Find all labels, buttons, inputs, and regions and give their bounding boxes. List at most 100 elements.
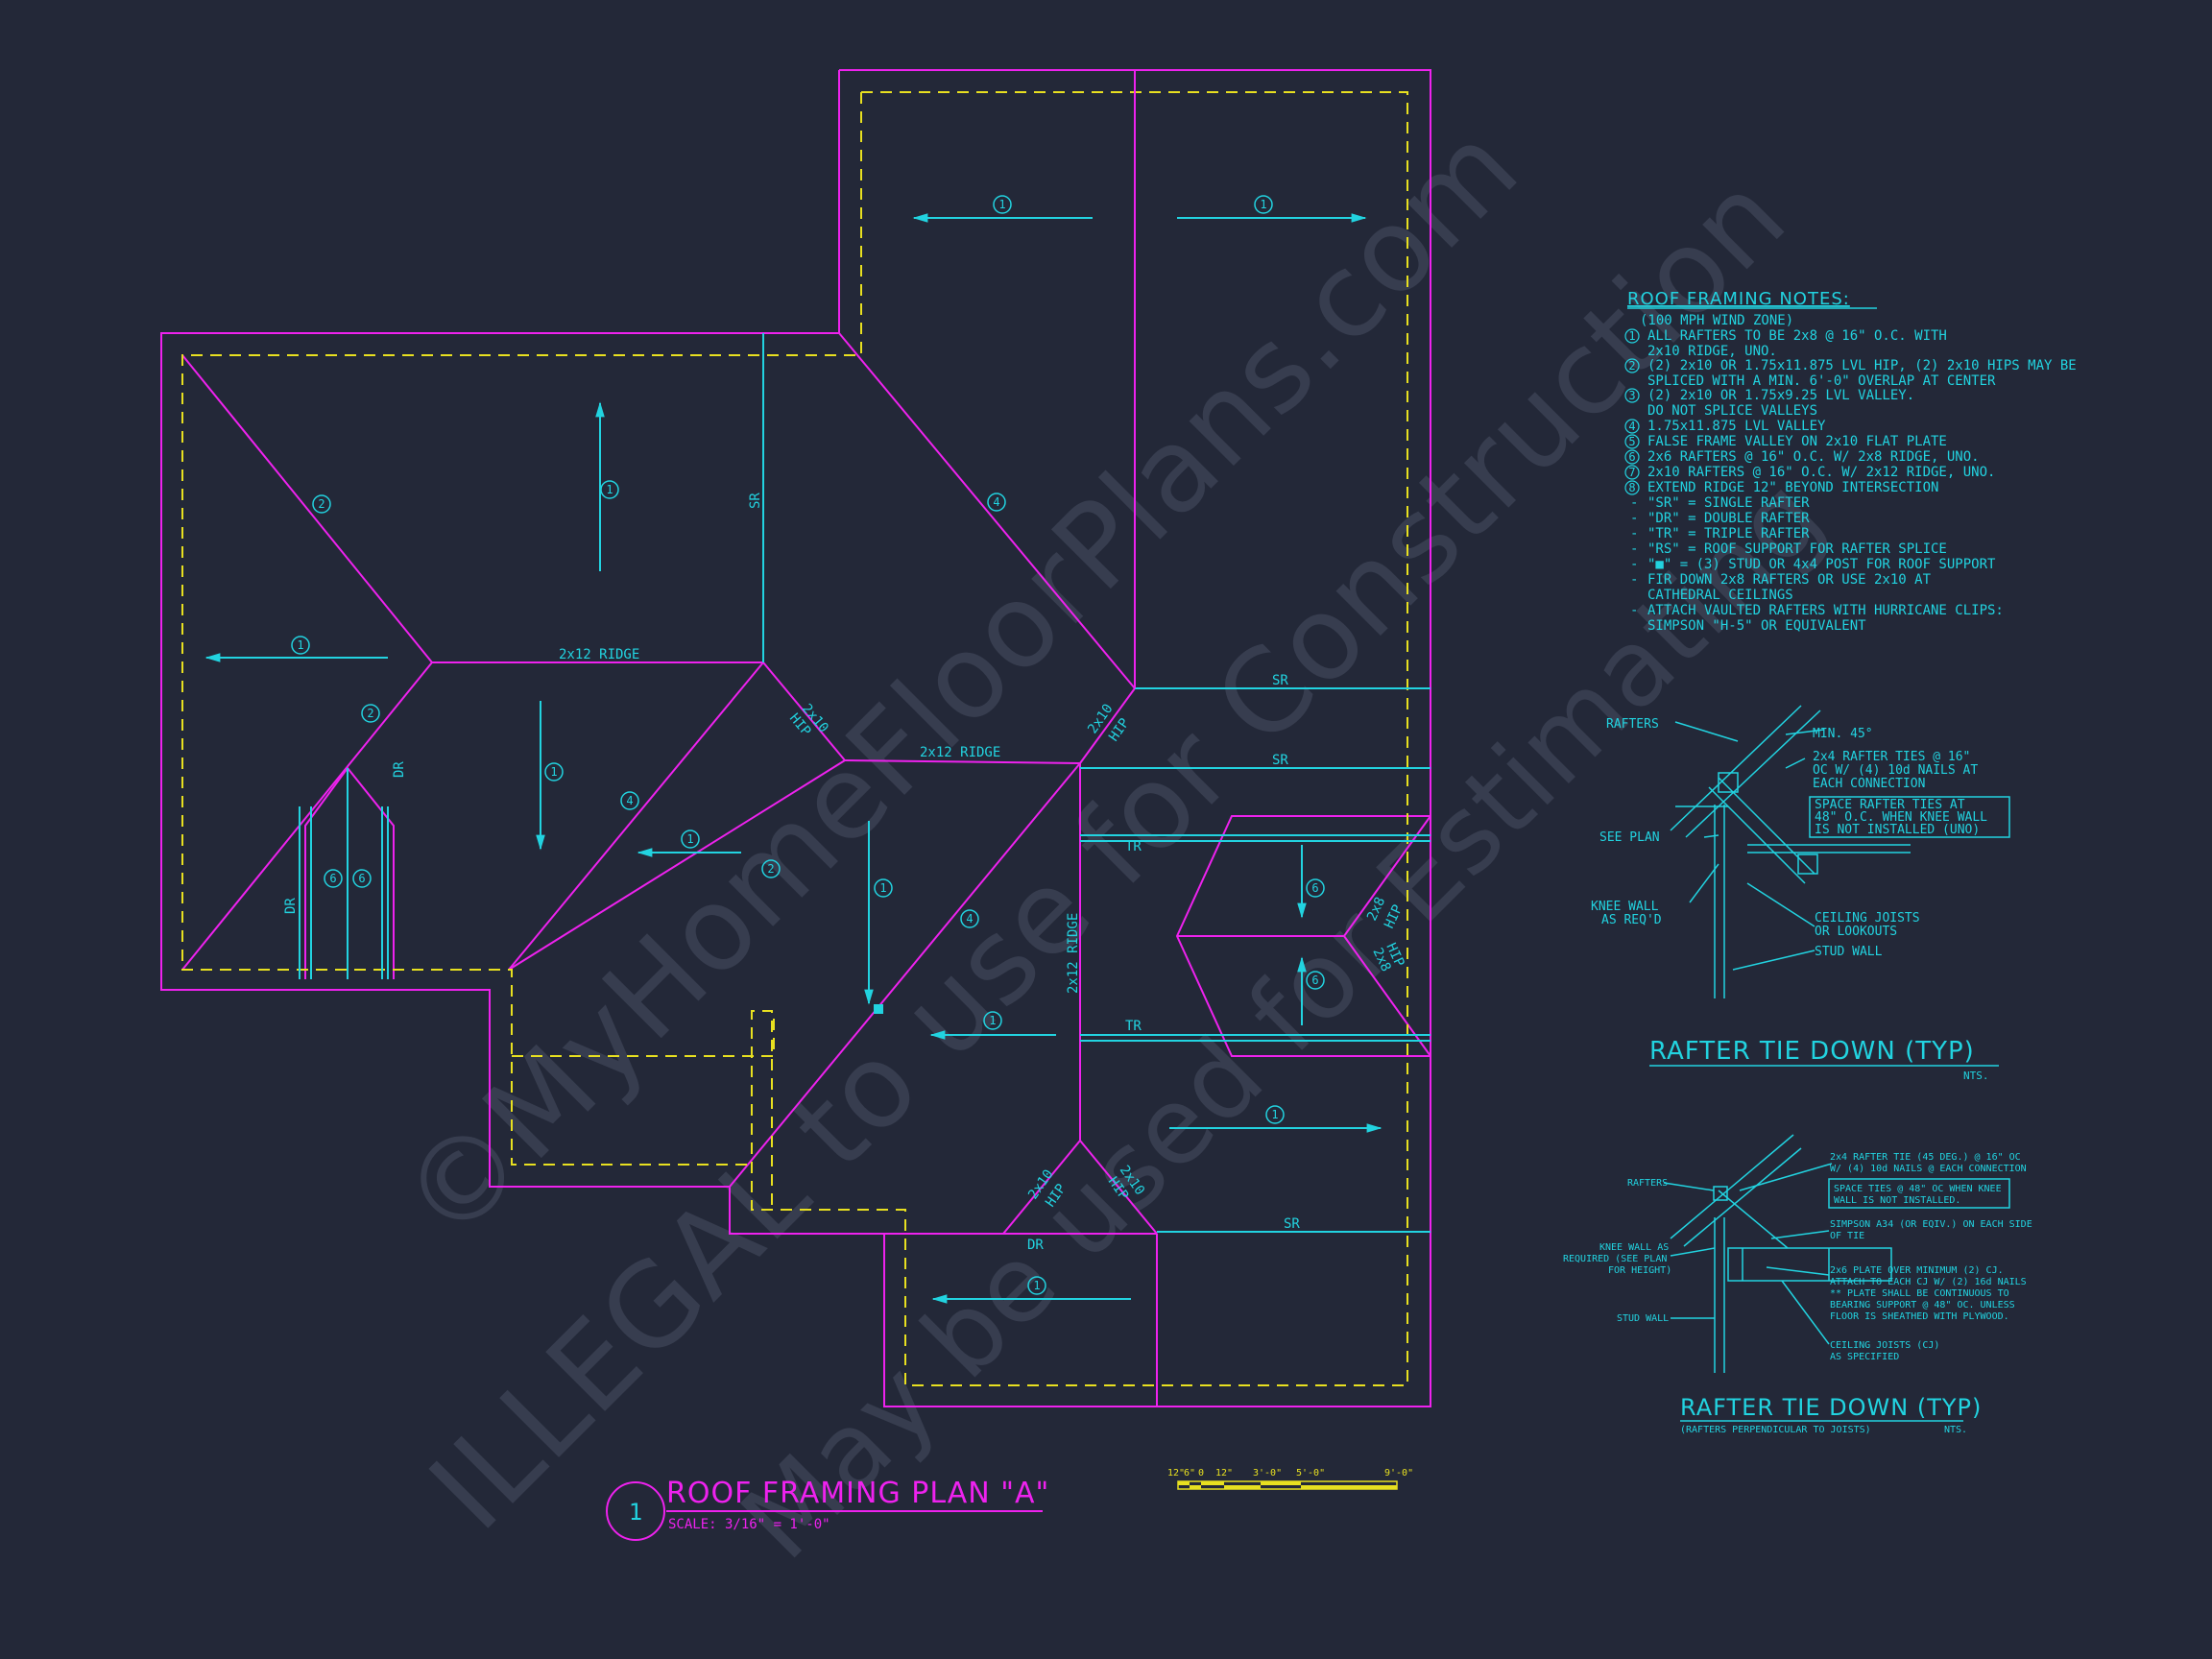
plan-scale: SCALE: 3/16" = 1'-0" [668, 1517, 830, 1532]
note-line: FALSE FRAME VALLEY ON 2x10 FLAT PLATE [1647, 434, 1947, 449]
d1-space: IS NOT INSTALLED (UNO) [1815, 823, 1980, 837]
d1-space: SPACE RAFTER TIES AT [1815, 798, 1965, 812]
d1-ceiling: OR LOOKOUTS [1815, 925, 1897, 939]
note-marker: 7 [1628, 466, 1635, 479]
plan-title-block: 1 ROOF FRAMING PLAN "A" SCALE: 3/16" = 1… [606, 1477, 1049, 1541]
callout-1: 1 [1033, 1279, 1040, 1292]
d2-space: SPACE TIES @ 48" OC WHEN KNEE [1834, 1184, 2002, 1194]
note-marker: 8 [1628, 481, 1635, 494]
plan-title: ROOF FRAMING PLAN "A" [666, 1477, 1049, 1510]
ridge-vertical-label: 2x12 RIDGE [1066, 913, 1081, 994]
d2-stud: STUD WALL [1617, 1313, 1669, 1324]
note-marker: 6 [1628, 450, 1635, 464]
d2-knee: FOR HEIGHT) [1608, 1265, 1671, 1276]
roof-outline [160, 69, 1431, 1407]
callout-6: 6 [358, 872, 365, 885]
note-line: ATTACH VAULTED RAFTERS WITH HURRICANE CL… [1647, 603, 2004, 618]
sr-label: SR [1272, 673, 1288, 688]
note-line: 2x10 RAFTERS @ 16" O.C. W/ 2x12 RIDGE, U… [1647, 465, 1995, 480]
post-marker [874, 1004, 883, 1014]
d2-nts: NTS. [1944, 1425, 1967, 1435]
note-dash: - [1630, 526, 1638, 541]
plan-number: 1 [629, 1499, 642, 1526]
d1-see-plan: SEE PLAN [1599, 830, 1660, 845]
note-marker: 5 [1628, 435, 1635, 448]
note-line: "DR" = DOUBLE RAFTER [1647, 511, 1810, 526]
d1-title: RAFTER TIE DOWN (TYP) [1649, 1037, 1975, 1066]
note-line: (100 MPH WIND ZONE) [1640, 313, 1793, 328]
d2-plate: BEARING SUPPORT @ 48" OC. UNLESS [1830, 1300, 2015, 1310]
note-line: FIR DOWN 2x8 RAFTERS OR USE 2x10 AT [1647, 572, 1932, 588]
d1-nts: NTS. [1963, 1070, 1989, 1082]
callout-4: 4 [993, 495, 999, 509]
note-line: ALL RAFTERS TO BE 2x8 @ 16" O.C. WITH [1647, 328, 1947, 344]
d1-knee: AS REQ'D [1601, 913, 1662, 927]
d2-knee: KNEE WALL AS [1599, 1242, 1669, 1253]
callout-4: 4 [966, 912, 973, 926]
notes-title: ROOF FRAMING NOTES: [1627, 289, 1850, 309]
d1-rafters: RAFTERS [1606, 717, 1659, 732]
d2-tie: 2x4 RAFTER TIE (45 DEG.) @ 16" OC [1830, 1152, 2021, 1163]
note-line: SPLICED WITH A MIN. 6'-0" OVERLAP AT CEN… [1647, 373, 1996, 389]
scale-tick: 9'-0" [1384, 1468, 1413, 1479]
callouts [291, 195, 1325, 1295]
d1-tie: 2x4 RAFTER TIES @ 16" [1813, 750, 1970, 764]
d1-min45: MIN. 45° [1813, 727, 1873, 741]
callout-1: 1 [606, 483, 613, 496]
d2-tie: W/ (4) 10d NAILS @ EACH CONNECTION [1830, 1164, 2027, 1174]
dr-label: DR [392, 761, 407, 778]
d1-tie: OC W/ (4) 10d NAILS AT [1813, 763, 1978, 778]
note-dash: - [1630, 557, 1638, 572]
note-marker: 1 [1628, 329, 1635, 343]
tr-label: TR [1125, 839, 1142, 854]
note-dash: - [1630, 511, 1638, 526]
d1-ceiling: CEILING JOISTS [1815, 911, 1920, 926]
callout-6: 6 [1311, 881, 1318, 895]
note-line: 2x6 RAFTERS @ 16" O.C. W/ 2x8 RIDGE, UNO… [1647, 449, 1980, 465]
note-line: (2) 2x10 OR 1.75x11.875 LVL HIP, (2) 2x1… [1647, 358, 2077, 373]
d1-space: 48" O.C. WHEN KNEE WALL [1815, 810, 1987, 825]
d2-simpson: OF TIE [1830, 1231, 1864, 1241]
d2-subtitle: (RAFTERS PERPENDICULAR TO JOISTS) [1680, 1425, 1871, 1435]
callout-1: 1 [686, 832, 693, 846]
note-line: SIMPSON "H-5" OR EQUIVALENT [1647, 618, 1866, 634]
callout-4: 4 [626, 794, 633, 807]
note-line: "SR" = SINGLE RAFTER [1647, 495, 1810, 511]
callout-2: 2 [367, 707, 373, 720]
callout-1: 1 [550, 765, 557, 779]
d2-title: RAFTER TIE DOWN (TYP) [1680, 1394, 1982, 1421]
callout-numbers: 1 1 1 2 1 4 2 1 4 1 2 1 4 1 6 6 6 6 1 1 [297, 198, 1318, 1292]
note-line: "TR" = TRIPLE RAFTER [1647, 526, 1810, 541]
callout-6: 6 [329, 872, 336, 885]
d2-cj: CEILING JOISTS (CJ) [1830, 1340, 1939, 1351]
note-line: EXTEND RIDGE 12" BEYOND INTERSECTION [1647, 480, 1938, 495]
note-dash: - [1630, 572, 1638, 588]
note-dash: - [1630, 495, 1638, 511]
sr-label: SR [1284, 1216, 1300, 1232]
d1-knee: KNEE WALL [1591, 900, 1659, 914]
note-line: DO NOT SPLICE VALLEYS [1647, 403, 1817, 419]
overhang-line [181, 91, 1408, 1386]
sr-label: SR [1272, 753, 1288, 768]
callout-1: 1 [297, 638, 303, 652]
note-line: "■" = (3) STUD OR 4x4 POST FOR ROOF SUPP… [1647, 557, 1996, 572]
roof-framing-notes: ROOF FRAMING NOTES: (100 MPH WIND ZONE) … [1624, 289, 2077, 634]
callout-1: 1 [1260, 198, 1266, 211]
callout-1: 1 [989, 1014, 996, 1027]
dr-label: DR [1027, 1238, 1044, 1253]
scale-tick: 12" [1215, 1468, 1233, 1479]
scale-tick: 0 [1198, 1468, 1204, 1479]
note-line: CATHEDRAL CEILINGS [1647, 588, 1793, 603]
d2-rafters: RAFTERS [1627, 1178, 1668, 1189]
scale-bar: 12" 6" 0 12" 3'-0" 5'-0" 9'-0" [1167, 1468, 1413, 1490]
dr-label: DR [283, 898, 299, 914]
ridge-label: 2x12 RIDGE [559, 647, 639, 662]
note-line: 2x10 RIDGE, UNO. [1647, 344, 1777, 359]
detail-rafter-tie-down-1: RAFTERS MIN. 45° 2x4 RAFTER TIES @ 16" O… [1591, 705, 2010, 1082]
scale-tick: 3'-0" [1253, 1468, 1282, 1479]
callout-2: 2 [318, 497, 325, 511]
note-marker: 4 [1628, 420, 1635, 433]
d2-plate: FLOOR IS SHEATHED WITH PLYWOOD. [1830, 1311, 2009, 1322]
ridge-label: 2x12 RIDGE [920, 745, 1000, 760]
